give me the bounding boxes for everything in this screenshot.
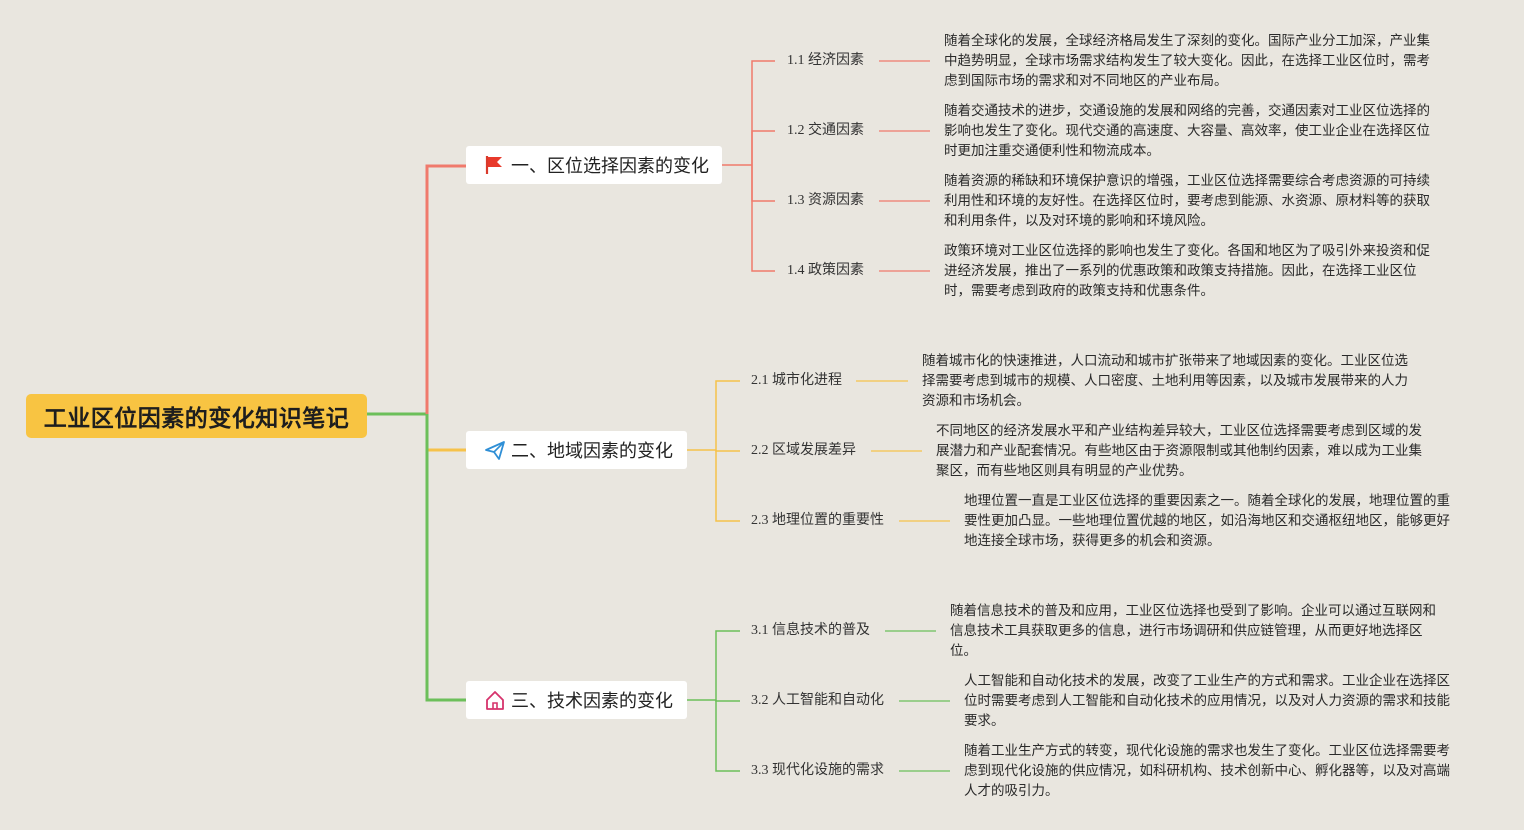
sub-connector-1-2 <box>751 130 775 165</box>
topic-label: 二、地域因素的变化 <box>511 441 673 462</box>
subtopic-ai-automation[interactable]: 3.2 人工智能和自动化 <box>751 693 884 708</box>
subtopic-geographic-location[interactable]: 2.3 地理位置的重要性 <box>751 513 884 528</box>
sub-connector-3-3 <box>715 700 740 772</box>
subtopic-regional-difference[interactable]: 2.2 区域发展差异 <box>751 443 856 458</box>
note-urbanization: 随着城市化的快速推进，人口流动和城市扩张带来了地域因素的变化。工业区位选择需要考… <box>922 353 1408 409</box>
note-policy: 政策环境对工业区位选择的影响也发生了变化。各国和地区为了吸引外来投资和促进经济发… <box>944 243 1430 299</box>
sub-connector-1-3 <box>751 165 775 202</box>
flag-icon <box>484 154 506 176</box>
topic-location-choice[interactable]: 一、区位选择因素的变化 <box>466 146 722 184</box>
sub-connector-2-1 <box>715 380 740 450</box>
sub-connector-1-1 <box>751 60 775 165</box>
note-transport: 随着交通技术的进步，交通设施的发展和网络的完善，交通因素对工业区位选择的影响也发… <box>944 103 1430 159</box>
note-regional-difference: 不同地区的经济发展水平和产业结构差异较大，工业区位选择需要考虑到区域的发展潜力和… <box>936 423 1422 479</box>
note-economic: 随着全球化的发展，全球经济格局发生了深刻的变化。国际产业分工加深，产业集中趋势明… <box>944 33 1430 89</box>
sub-connector-3-2 <box>715 700 740 702</box>
subtopic-modern-facilities[interactable]: 3.3 现代化设施的需求 <box>751 763 884 778</box>
subtopic-policy[interactable]: 1.4 政策因素 <box>787 263 864 278</box>
subtopic-information-tech[interactable]: 3.1 信息技术的普及 <box>751 623 870 638</box>
topic-regional[interactable]: 二、地域因素的变化 <box>466 431 687 469</box>
branch-connector-2 <box>425 414 466 452</box>
topic-label: 一、区位选择因素的变化 <box>511 156 709 177</box>
note-modern-facilities: 随着工业生产方式的转变，现代化设施的需求也发生了变化。工业区位选择需要考虑到现代… <box>964 743 1450 799</box>
root-node[interactable]: 工业区位因素的变化知识笔记 <box>26 394 367 438</box>
paper-plane-icon <box>484 439 506 461</box>
note-information-tech: 随着信息技术的普及和应用，工业区位选择也受到了影响。企业可以通过互联网和信息技术… <box>950 603 1436 659</box>
sub-connector-3-1 <box>715 630 740 700</box>
root-title: 工业区位因素的变化知识笔记 <box>43 406 350 432</box>
home-icon <box>484 689 506 711</box>
note-geographic-location: 地理位置一直是工业区位选择的重要因素之一。随着全球化的发展，地理位置的重要性更加… <box>964 493 1450 549</box>
sub-connector-2-3 <box>715 450 740 522</box>
topic-label: 三、技术因素的变化 <box>511 691 673 712</box>
sub-connector-2-2 <box>715 450 740 452</box>
sub-connector-1-4 <box>751 165 775 272</box>
branch-connector-3 <box>425 414 466 702</box>
topic-technology[interactable]: 三、技术因素的变化 <box>466 681 687 719</box>
subtopic-transport[interactable]: 1.2 交通因素 <box>787 123 864 138</box>
subtopic-economic[interactable]: 1.1 经济因素 <box>787 53 864 68</box>
note-ai-automation: 人工智能和自动化技术的发展，改变了工业生产的方式和需求。工业企业在选择区位时需要… <box>964 673 1450 729</box>
note-resource: 随着资源的稀缺和环境保护意识的增强，工业区位选择需要综合考虑资源的可持续利用性和… <box>944 173 1430 229</box>
subtopic-resource[interactable]: 1.3 资源因素 <box>787 193 864 208</box>
subtopic-urbanization[interactable]: 2.1 城市化进程 <box>751 373 842 388</box>
branch-connector-1 <box>425 164 466 414</box>
